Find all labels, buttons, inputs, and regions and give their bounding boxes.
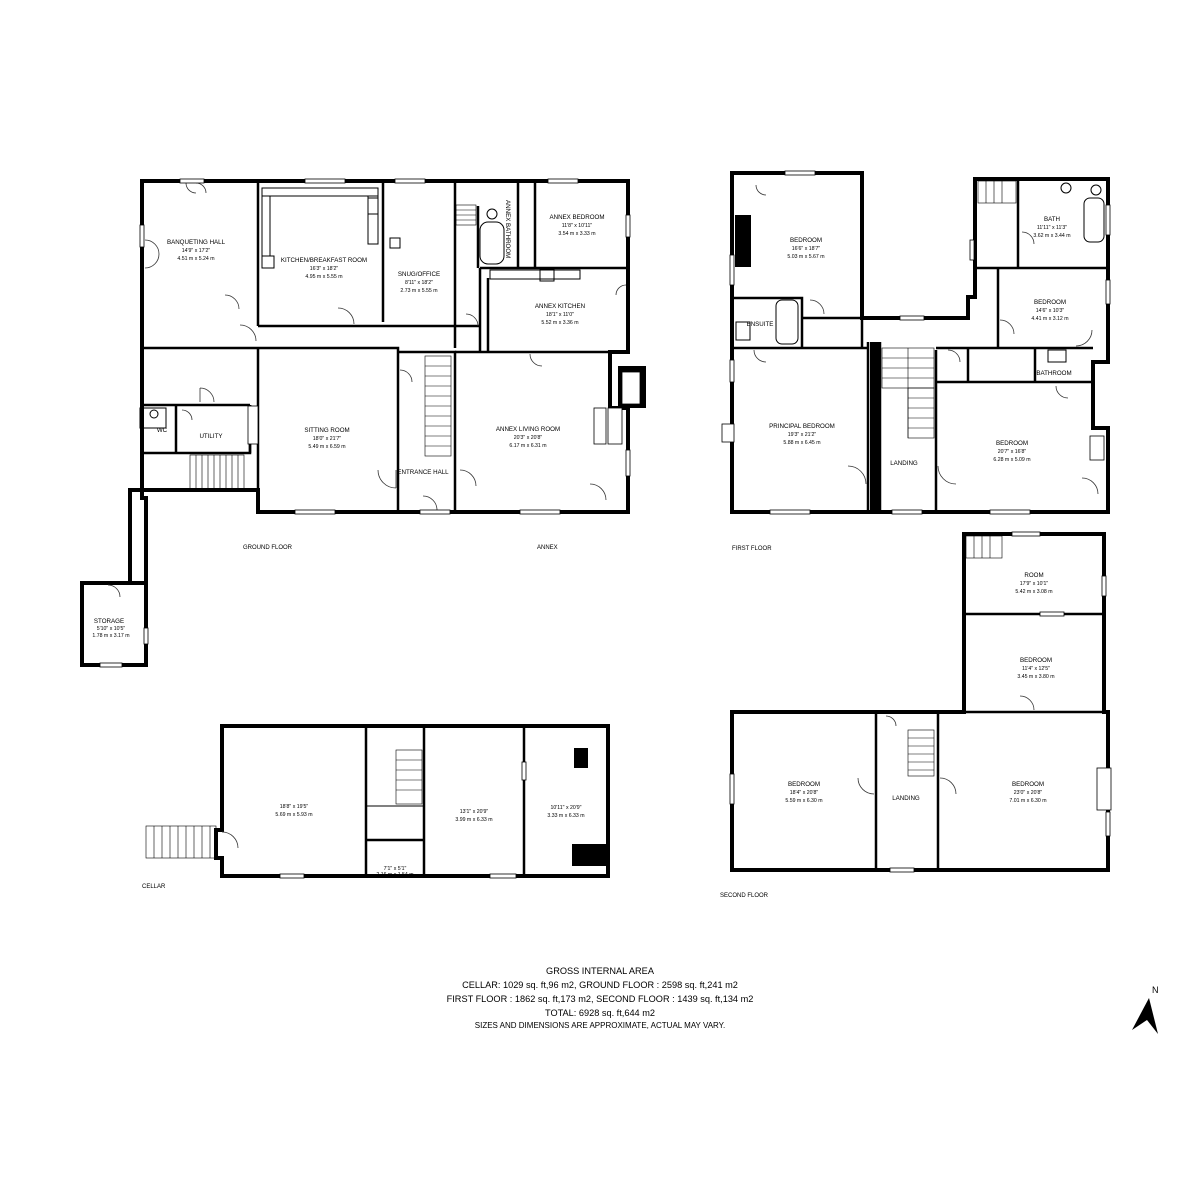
room-cellar1-imperial: 18'8" x 19'5" — [280, 804, 309, 810]
room-snug-name: SNUG/OFFICE — [398, 271, 440, 278]
room-ff-bedroom3-metric: 6.28 m x 5.09 m — [993, 457, 1030, 463]
room-bath-metric: 3.62 m x 3.44 m — [1033, 233, 1070, 239]
room-ff-bedroom3-name: BEDROOM — [996, 440, 1028, 447]
room-sf-bedroom1-imperial: 11'4" x 12'5" — [1022, 666, 1050, 672]
room-sf-bedroom2-name: BEDROOM — [788, 781, 820, 788]
floor-label-second: SECOND FLOOR — [720, 893, 769, 899]
room-kitchen-metric: 4.95 m x 5.55 m — [305, 274, 342, 280]
gia-note: SIZES AND DIMENSIONS ARE APPROXIMATE, AC… — [475, 1021, 725, 1030]
room-storage-name: STORAGE — [94, 618, 124, 625]
room-annex-bathroom-name: ANNEX BATHROOM — [504, 200, 511, 258]
gia-title: GROSS INTERNAL AREA — [546, 966, 655, 976]
outside-steps — [189, 454, 245, 491]
room-banqueting-imperial: 14'9" x 17'2" — [182, 248, 211, 254]
room-banqueting-name: BANQUETING HALL — [167, 239, 226, 246]
room-ff-bedroom2-imperial: 14'6" x 10'3" — [1036, 308, 1065, 314]
room-cellar4-metric: 3.33 m x 6.33 m — [547, 813, 584, 819]
first-floor-plan — [721, 170, 1111, 515]
room-snug-imperial: 8'11" x 18'2" — [405, 280, 433, 286]
north-arrow-icon: N — [1132, 985, 1159, 1034]
room-cellar4-imperial: 10'11" x 20'9" — [551, 805, 582, 811]
room-sf-bedroom3-metric: 7.01 m x 6.30 m — [1009, 798, 1046, 804]
room-annex-kitchen-metric: 5.52 m x 3.36 m — [541, 320, 578, 326]
room-sf-room-imperial: 17'9" x 10'1" — [1020, 581, 1049, 587]
room-sitting-metric: 5.49 m x 6.59 m — [308, 444, 345, 450]
room-storage-imperial: 5'10" x 10'5" — [97, 626, 126, 632]
gia-line3: TOTAL: 6928 sq. ft,644 m2 — [545, 1008, 655, 1018]
room-snug-metric: 2.73 m x 5.55 m — [400, 288, 437, 294]
room-sf-bedroom1-metric: 3.45 m x 3.80 m — [1017, 674, 1054, 680]
room-principal-name: PRINCIPAL BEDROOM — [769, 423, 835, 430]
floor-label-annex: ANNEX — [537, 545, 558, 551]
room-ff-bedroom1-metric: 5.03 m x 5.67 m — [787, 254, 824, 260]
second-floor-plan — [729, 531, 1112, 873]
room-sf-bedroom2-imperial: 18'4" x 20'8" — [790, 790, 819, 796]
room-principal-metric: 5.88 m x 6.45 m — [783, 440, 820, 446]
room-storage-metric: 1.78 m x 3.17 m — [92, 633, 129, 639]
room-ff-bedroom1-imperial: 16'6" x 18'7" — [792, 246, 821, 252]
room-sf-bedroom2-metric: 5.59 m x 6.30 m — [785, 798, 822, 804]
room-sitting-name: SITTING ROOM — [304, 427, 349, 434]
room-annex-living-name: ANNEX LIVING ROOM — [496, 426, 560, 433]
floor-label-cellar: CELLAR — [142, 884, 166, 890]
floor-labels: GROUND FLOOR ANNEX FIRST FLOOR SECOND FL… — [142, 545, 772, 899]
room-annex-living-metric: 6.17 m x 6.31 m — [509, 443, 546, 449]
room-sf-bedroom1-name: BEDROOM — [1020, 657, 1052, 664]
room-cellar3-imperial: 13'1" x 20'9" — [460, 809, 489, 815]
first-floor-stairs — [881, 180, 1017, 439]
cellar-stairs — [145, 749, 423, 859]
room-annex-bedroom-metric: 3.54 m x 3.33 m — [558, 231, 595, 237]
room-principal-imperial: 19'3" x 21'2" — [788, 432, 817, 438]
floor-label-ground: GROUND FLOOR — [243, 545, 293, 551]
room-annex-living-imperial: 20'3" x 20'8" — [514, 435, 543, 441]
room-kitchen-name: KITCHEN/BREAKFAST ROOM — [281, 257, 367, 264]
room-bath-imperial: 11'11" x 11'3" — [1037, 225, 1067, 231]
entrance-stairs — [424, 355, 452, 457]
room-kitchen-imperial: 16'3" x 18'2" — [310, 266, 339, 272]
north-label: N — [1152, 985, 1159, 995]
room-annex-kitchen-imperial: 18'1" x 11'0" — [546, 312, 574, 318]
annex-stairs — [455, 204, 477, 226]
room-cellar2-metric: 2.16 m x 1.54 m — [376, 872, 413, 878]
room-sf-bedroom3-name: BEDROOM — [1012, 781, 1044, 788]
room-ff-bedroom3-imperial: 20'7" x 16'8" — [998, 449, 1027, 455]
room-entrance-name: ENTRANCE HALL — [397, 469, 449, 476]
room-annex-bedroom-name: ANNEX BEDROOM — [549, 214, 604, 221]
cellar-plan — [145, 724, 610, 879]
room-cellar3-metric: 3.99 m x 6.33 m — [455, 817, 492, 823]
ground-floor-plan — [80, 178, 646, 668]
room-ff-bedroom1-name: BEDROOM — [790, 237, 822, 244]
gross-internal-area: GROSS INTERNAL AREA CELLAR: 1029 sq. ft,… — [447, 966, 754, 1030]
gia-line1: CELLAR: 1029 sq. ft,96 m2, GROUND FLOOR … — [462, 980, 738, 990]
gia-line2: FIRST FLOOR : 1862 sq. ft,173 m2, SECOND… — [447, 994, 754, 1004]
room-sf-bedroom3-imperial: 23'0" x 20'8" — [1014, 790, 1043, 796]
floor-label-first: FIRST FLOOR — [732, 546, 772, 552]
room-bath-name: BATH — [1044, 216, 1060, 223]
room-cellar1-metric: 5.69 m x 5.93 m — [275, 812, 312, 818]
room-annex-bedroom-imperial: 11'8" x 10'11" — [562, 223, 593, 229]
room-landing1-name: LANDING — [890, 460, 918, 467]
room-sf-room-metric: 5.42 m x 3.08 m — [1015, 589, 1052, 595]
room-annex-kitchen-name: ANNEX KITCHEN — [535, 303, 585, 310]
room-banqueting-metric: 4.51 m x 5.24 m — [177, 256, 214, 262]
room-landing2-name: LANDING — [892, 795, 920, 802]
room-labels: BANQUETING HALL 14'9" x 17'2" 4.51 m x 5… — [92, 200, 1071, 878]
room-sf-room-name: ROOM — [1024, 572, 1043, 579]
room-sitting-imperial: 18'0" x 21'7" — [313, 436, 342, 442]
room-ff-bedroom2-name: BEDROOM — [1034, 299, 1066, 306]
room-cellar2-imperial: 7'1" x 5'1" — [384, 866, 407, 872]
second-floor-stairs — [907, 535, 1003, 777]
room-bathroom-name: BATHROOM — [1036, 370, 1071, 377]
room-utility-name: UTILITY — [199, 433, 222, 440]
room-ff-bedroom2-metric: 4.41 m x 3.12 m — [1031, 316, 1068, 322]
room-ensuite-name: ENSUITE — [747, 321, 774, 328]
room-wc-name: WC — [157, 427, 168, 434]
